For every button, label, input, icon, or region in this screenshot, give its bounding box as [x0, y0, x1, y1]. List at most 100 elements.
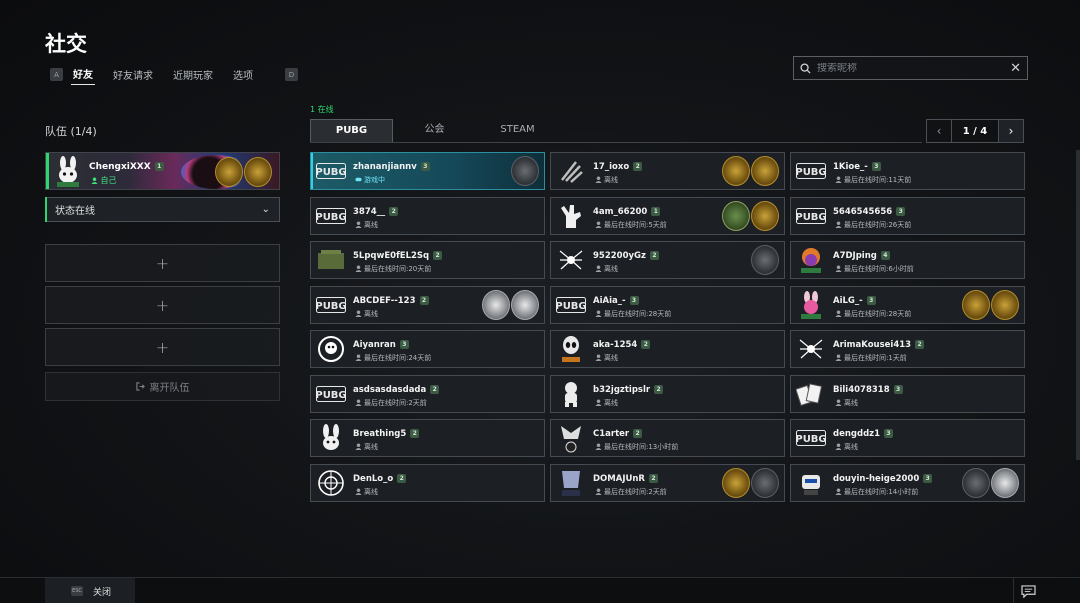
spider-avatar-icon	[556, 245, 586, 275]
bunny-avatar-icon	[316, 423, 346, 453]
level-badge: 2	[633, 162, 643, 171]
plus-icon: +	[155, 295, 170, 315]
svg-text:PUBG: PUBG	[796, 167, 826, 178]
svg-text:PUBG: PUBG	[316, 212, 346, 223]
page-indicator: 1 / 4	[952, 119, 998, 143]
bottom-bar: ESC 关闭	[0, 577, 1080, 603]
next-tab-key: D	[285, 68, 298, 81]
level-badge: 3	[399, 340, 409, 349]
friend-status: 离线	[595, 398, 618, 408]
friend-name: 1Kioe_-3	[833, 162, 881, 172]
svg-text:PUBG: PUBG	[796, 434, 826, 445]
plus-icon: +	[155, 337, 170, 357]
add-team-member-slot-3[interactable]: +	[45, 328, 280, 366]
emblem-icon	[511, 156, 539, 186]
level-badge: 3	[629, 295, 639, 305]
tab-friend-requests[interactable]: 好友请求	[113, 70, 153, 82]
chat-button[interactable]	[1013, 578, 1043, 603]
pubg-logo-avatar-icon: PUBG	[796, 423, 826, 453]
tab-guild[interactable]: 公会	[424, 124, 445, 135]
plus-icon: +	[155, 253, 170, 273]
status-dropdown[interactable]: 状态在线 ⌄	[45, 197, 280, 222]
friend-emblems	[962, 289, 1019, 320]
status-person-icon	[595, 398, 602, 406]
friend-emblems	[511, 156, 539, 186]
robot-avatar-icon	[796, 468, 826, 498]
emblem-icon	[722, 156, 750, 186]
tab-friends[interactable]: 好友	[71, 64, 95, 85]
friend-source-tabs: PUBG 公会 STEAM	[310, 119, 922, 143]
online-indicator-bar	[46, 153, 49, 189]
add-team-member-slot-2[interactable]: +	[45, 286, 280, 324]
tab-options[interactable]: 选项	[233, 70, 253, 82]
tab-pubg[interactable]: PUBG	[310, 119, 393, 142]
status-person-icon	[355, 443, 362, 450]
friend-status: 最后在线时间:28天前	[595, 309, 671, 319]
search-input[interactable]	[817, 62, 1011, 74]
my-emblems	[215, 157, 272, 187]
friend-emblems	[722, 467, 779, 498]
status-person-icon	[835, 398, 842, 406]
level-badge: 3	[420, 162, 430, 171]
achievement-emblem-icon	[244, 157, 272, 187]
next-page-button[interactable]: ›	[998, 119, 1024, 143]
close-button[interactable]: ESC 关闭	[45, 578, 135, 603]
search-box: ✕	[793, 56, 1028, 80]
status-person-icon	[835, 443, 842, 450]
exit-icon	[135, 382, 145, 391]
level-badge: 2	[915, 340, 925, 349]
prev-page-button[interactable]: ‹	[926, 119, 952, 143]
clear-search-icon[interactable]: ✕	[1010, 60, 1021, 76]
friend-status: 游戏中	[355, 175, 385, 185]
svg-text:PUBG: PUBG	[316, 390, 346, 401]
rank-emblem-icon	[215, 157, 243, 187]
status-person-icon	[595, 487, 602, 495]
status-person-icon	[595, 354, 602, 361]
level-badge: 2	[641, 340, 651, 349]
svg-text:PUBG: PUBG	[796, 212, 826, 223]
status-dropdown-value: 状态在线	[55, 206, 95, 217]
status-person-icon	[595, 265, 602, 272]
leave-team-button[interactable]: 离开队伍	[45, 372, 280, 401]
friend-emblems	[722, 156, 779, 186]
scrollbar[interactable]	[1076, 150, 1080, 460]
tab-steam[interactable]: STEAM	[500, 124, 535, 135]
close-label: 关闭	[93, 587, 112, 598]
friend-emblems	[962, 467, 1019, 498]
pubg-logo-avatar-icon: PUBG	[796, 201, 826, 231]
level-badge: 3	[884, 429, 894, 438]
tab-recent-players[interactable]: 近期玩家	[173, 70, 213, 82]
add-team-member-slot-1[interactable]: +	[45, 244, 280, 282]
emblem-icon	[751, 200, 779, 231]
